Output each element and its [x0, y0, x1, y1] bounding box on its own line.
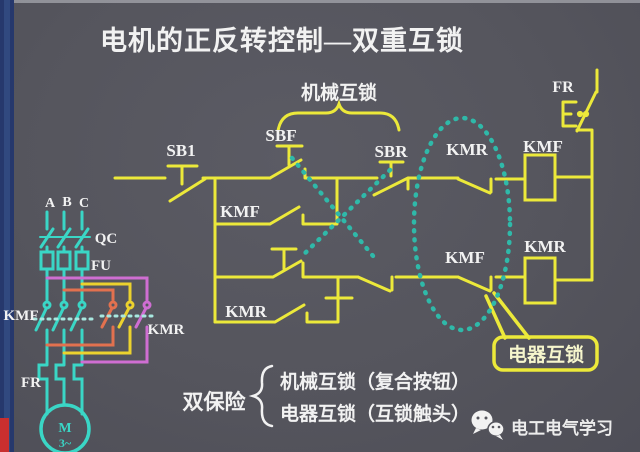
label-kmf-main: KMF	[4, 308, 39, 324]
page-title: 电机的正反转控制—双重互锁	[100, 25, 464, 56]
kmf-interlock-symbol	[456, 275, 527, 293]
top-edge-strip	[0, 0, 640, 3]
callout-pointer	[484, 291, 531, 340]
label-sbf: SBF	[265, 126, 296, 145]
label-kmr-main: KMR	[148, 322, 185, 338]
mechanical-interlock-brace	[276, 99, 401, 133]
interlock-highlights	[289, 115, 513, 333]
power-circuit	[32, 210, 158, 452]
label-phase-a: A	[45, 196, 56, 211]
sbr-mechanical-link	[297, 167, 393, 261]
reverse-button-no-symbol	[213, 247, 360, 279]
control-circuit	[113, 68, 599, 372]
electrical-interlock-callout-box	[492, 335, 599, 372]
kmr-coil-symbol	[523, 256, 557, 305]
electrical-interlock-ellipse	[411, 115, 513, 333]
kmf-coil-symbol	[523, 153, 557, 202]
summary-line1: 机械互锁（复合按钮）	[280, 370, 470, 393]
label-sbr: SBR	[374, 142, 408, 161]
label-fr-main: FR	[21, 375, 41, 391]
label-kmf-interlock: KMF	[445, 248, 485, 267]
label-kmr-interlock: KMR	[446, 140, 488, 159]
label-sb1: SB1	[166, 141, 195, 160]
summary-line2: 电器互锁（互锁触头）	[280, 402, 470, 425]
mechanical-interlock-label: 机械互锁	[301, 81, 377, 104]
motor-circle	[39, 403, 91, 452]
label-fr-control: FR	[552, 79, 574, 96]
right-rail	[575, 68, 599, 282]
wechat-icon	[471, 410, 505, 440]
stop-button-symbol	[113, 164, 272, 203]
watermark-label: 电工电气学习	[511, 418, 613, 438]
label-qc: QC	[95, 231, 118, 247]
labels: 电机的正反转控制—双重互锁 机械互锁 SB1 SBF SBR KMR KMF F…	[4, 25, 614, 450]
reverse-button-nc-symbol	[372, 160, 460, 197]
forward-button-nc-symbol	[324, 275, 460, 300]
label-kmf-coil: KMF	[523, 137, 563, 156]
bottom-left-red-bar	[0, 418, 9, 452]
kmr-interlock-symbol	[456, 177, 527, 195]
label-phase-b: B	[62, 195, 71, 210]
label-kmf-aux: KMF	[220, 202, 260, 221]
label-kmr-coil: KMR	[524, 237, 566, 256]
label-phase-c: C	[79, 196, 89, 211]
label-fu: FU	[91, 258, 111, 274]
left-edge-bar-highlight	[4, 0, 10, 452]
label-motor: M	[58, 421, 71, 436]
summary-head: 双保险	[183, 390, 247, 414]
electrical-interlock-label: 电器互锁	[508, 343, 584, 366]
kmr-branch-gold	[62, 282, 135, 355]
thermal-relay-symbol	[561, 100, 578, 128]
kmr-branch-orange	[45, 288, 118, 347]
label-kmr-aux: KMR	[225, 302, 267, 321]
forward-button-symbol	[268, 144, 379, 180]
summary-brace	[248, 364, 274, 428]
kmr-branch-magenta	[45, 276, 152, 364]
kmr-aux-symbol	[213, 275, 340, 324]
sbf-mechanical-link	[289, 155, 381, 265]
kmf-aux-symbol	[213, 176, 339, 226]
label-motor-type: 3~	[59, 436, 72, 450]
